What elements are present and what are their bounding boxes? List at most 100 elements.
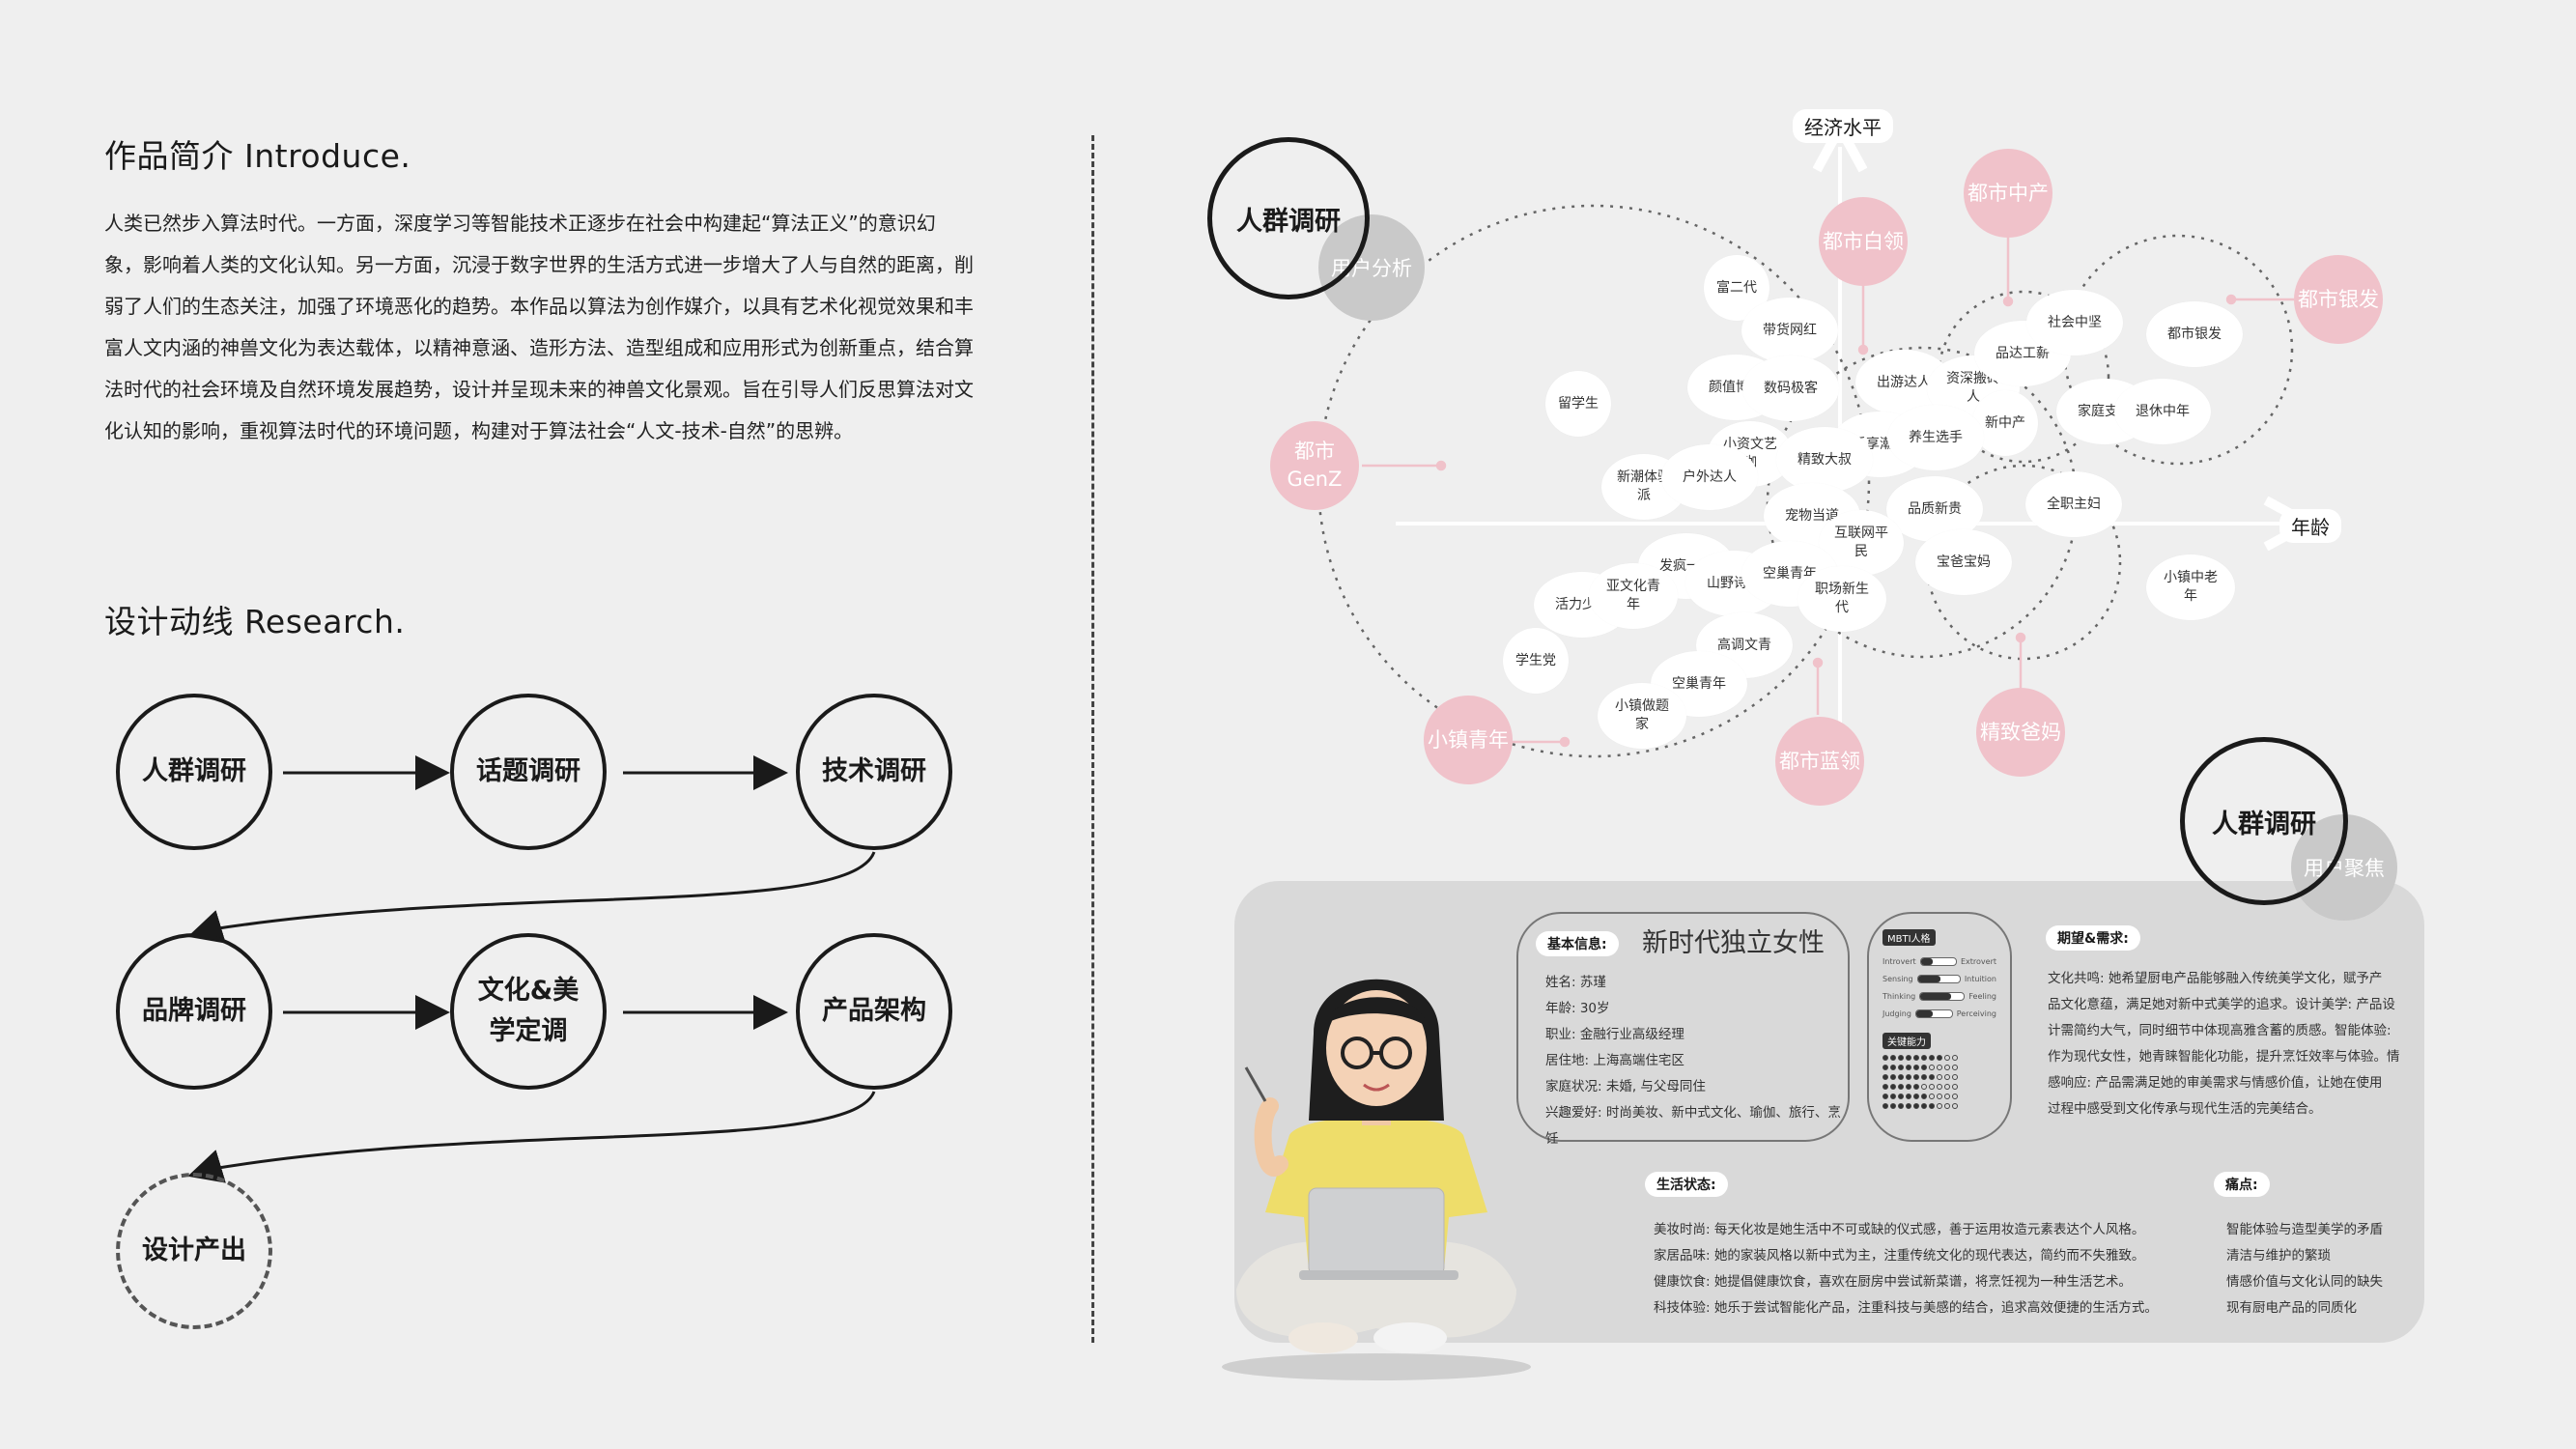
pain-line: 情感价值与文化认同的缺失 — [2226, 1274, 2383, 1290]
ability-dot — [1944, 1055, 1950, 1061]
expect-label: 期望&需求: — [2046, 925, 2140, 951]
pain-line: 清洁与维护的繁琐 — [2226, 1248, 2331, 1264]
ability-dots — [1882, 1055, 1996, 1109]
ability-dot — [1898, 1094, 1904, 1099]
flow-node-culture-aesthetics[interactable]: 文化&美学定调 — [450, 933, 607, 1090]
ability-dot — [1906, 1084, 1911, 1090]
life-lines: 美妆时尚: 每天化妆是她生活中不可或缺的仪式感，善于运用妆造元素表达个人风格。 … — [1654, 1217, 2252, 1321]
crowd-tag-main: 人群调研 — [1207, 137, 1370, 299]
person-node: 带货网红 — [1741, 298, 1838, 363]
flow-node-product-architecture[interactable]: 产品架构 — [796, 933, 952, 1090]
life-line: 美妆时尚: 每天化妆是她生活中不可或缺的仪式感，善于运用妆造元素表达个人风格。 — [1654, 1222, 2145, 1237]
cluster-parents — [1925, 464, 2122, 661]
group-blue-collar: 都市蓝领 — [1775, 717, 1864, 806]
person-node: 宝爸宝妈 — [1915, 529, 2012, 595]
ability-dot — [1906, 1074, 1911, 1080]
ability-dot — [1898, 1055, 1904, 1061]
expect-line: 文化共鸣: 她希望厨电产品能够融入传统美学文化，赋予产 — [2048, 971, 2383, 986]
mbti-label: MBTI人格 — [1882, 929, 1936, 946]
ability-dot — [1906, 1103, 1911, 1109]
ability-dot — [1929, 1065, 1935, 1070]
ability-dot — [1952, 1074, 1958, 1080]
person-node: 互联网平民 — [1819, 510, 1904, 576]
ability-dot — [1882, 1084, 1888, 1090]
expect-line: 作为现代女性，她青睐智能化功能，提升烹饪效率与体验。情 — [2048, 1049, 2400, 1065]
person-node: 小镇中老年 — [2146, 554, 2235, 620]
cluster-young — [1316, 204, 1871, 758]
ability-dot — [1913, 1103, 1919, 1109]
flow-node-topic-research[interactable]: 话题调研 — [450, 694, 607, 850]
person-node: 养生选手 — [1887, 405, 1984, 470]
ability-dot — [1898, 1084, 1904, 1090]
basic-job: 职业: 金融行业高级经理 — [1545, 1027, 1684, 1042]
ability-dot — [1882, 1094, 1888, 1099]
pain-lines: 智能体验与造型美学的矛盾 清洁与维护的繁琐 情感价值与文化认同的缺失 现有厨电产… — [2226, 1217, 2420, 1321]
ability-dot — [1890, 1103, 1896, 1109]
ability-dot — [1944, 1065, 1950, 1070]
mbti-left: Judging — [1882, 1009, 1911, 1018]
flow-node-tech-research[interactable]: 技术调研 — [796, 694, 952, 850]
ability-dot — [1913, 1074, 1919, 1080]
flow-node-crowd-research[interactable]: 人群调研 — [116, 694, 272, 850]
mbti-right: Feeling — [1968, 992, 1996, 1001]
ability-dot — [1921, 1094, 1927, 1099]
person-node: 职场新生代 — [1798, 566, 1886, 632]
group-urban-middle: 都市中产 — [1964, 149, 2052, 238]
ability-dot — [1913, 1084, 1919, 1090]
group-urban-genz: 都市GenZ — [1270, 421, 1359, 510]
group-urban-silver: 都市银发 — [2294, 255, 2383, 344]
basic-name: 姓名: 苏瑾 — [1545, 975, 1606, 990]
arrow-3 — [187, 851, 876, 944]
ability-dot-row — [1882, 1065, 1996, 1070]
basic-family: 家庭状况: 未婚, 与父母同住 — [1545, 1079, 1706, 1094]
flow-node-brand-research[interactable]: 品牌调研 — [116, 933, 272, 1090]
person-node: 退休中年 — [2114, 379, 2211, 444]
flow-node-design-output[interactable]: 设计产出 — [116, 1173, 272, 1329]
person-node: 精致大叔 — [1776, 427, 1873, 493]
ability-dot — [1944, 1103, 1950, 1109]
ability-dot — [1937, 1103, 1942, 1109]
ability-dot — [1921, 1055, 1927, 1061]
ability-dot — [1882, 1055, 1888, 1061]
persona-avatar — [1222, 979, 1531, 1380]
research-title: 设计动线 Research. — [104, 603, 406, 640]
ability-dot-row — [1882, 1055, 1996, 1061]
ability-dot — [1898, 1074, 1904, 1080]
group-exquisite-parents: 精致爸妈 — [1976, 688, 2065, 777]
ability-dot — [1937, 1084, 1942, 1090]
cluster-middle — [1937, 290, 2110, 464]
axis-x-label: 年龄 — [2279, 509, 2341, 543]
ability-dot — [1929, 1084, 1935, 1090]
person-node: 数码极客 — [1742, 355, 1839, 421]
ability-dot — [1921, 1065, 1927, 1070]
ability-dot — [1913, 1094, 1919, 1099]
ability-dot — [1921, 1103, 1927, 1109]
mbti-right: Perceiving — [1956, 1009, 1996, 1018]
person-node: 留学生 — [1545, 371, 1611, 437]
life-label: 生活状态: — [1645, 1172, 1728, 1197]
ability-dot — [1913, 1065, 1919, 1070]
basic-info-label: 基本信息: — [1536, 931, 1619, 956]
ability-dot — [1944, 1074, 1950, 1080]
arrow-6 — [187, 1091, 876, 1183]
ability-dot — [1944, 1094, 1950, 1099]
ability-dot — [1952, 1094, 1958, 1099]
center-divider — [1091, 135, 1094, 1343]
ability-dot — [1929, 1094, 1935, 1099]
mbti-left: Thinking — [1882, 992, 1916, 1001]
group-small-town-youth: 小镇青年 — [1424, 696, 1513, 784]
ability-dot — [1929, 1055, 1935, 1061]
basic-hobbies: 兴趣爱好: 时尚美妆、新中式文化、瑜伽、旅行、烹饪 — [1545, 1105, 1841, 1147]
expect-line: 感响应: 产品需满足她的审美需求与情感价值，让她在使用 — [2048, 1075, 2383, 1091]
ability-dot — [1937, 1065, 1942, 1070]
ability-dot — [1944, 1084, 1950, 1090]
axis-y-label: 经济水平 — [1793, 109, 1893, 143]
basic-info-lines: 姓名: 苏瑾 年龄: 30岁 职业: 金融行业高级经理 居住地: 上海高端住宅区… — [1545, 970, 1848, 1152]
ability-dot — [1898, 1065, 1904, 1070]
group-urban-white-collar: 都市白领 — [1819, 197, 1908, 286]
ability-dot — [1882, 1065, 1888, 1070]
life-line: 健康饮食: 她提倡健康饮食，喜欢在厨房中尝试新菜谱，将烹饪视为一种生活艺术。 — [1654, 1274, 2132, 1290]
persona-tag-main: 人群调研 — [2180, 737, 2348, 905]
ability-dot — [1890, 1074, 1896, 1080]
